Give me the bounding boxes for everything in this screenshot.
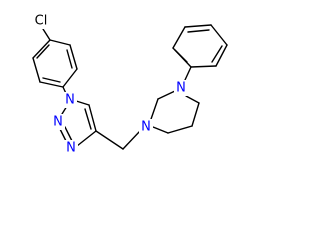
bond-pip-6 — [152, 126, 169, 134]
atom-chlorine: Cl — [30, 13, 52, 29]
atom-piperazine-n4-label: N — [176, 81, 186, 96]
bond-chlorophenyl-5 — [69, 44, 78, 70]
bond-phenyl-3 — [184, 24, 212, 28]
bond-pip-2 — [157, 90, 176, 100]
chemical-structure: Cl N N N N N — [30, 13, 228, 156]
atom-chlorine-label: Cl — [35, 14, 48, 29]
bond-chlorophenyl-2 — [32, 57, 41, 83]
bond-chlorophenyl-3-inner — [42, 77, 61, 83]
bond-phenyl-1-inner — [174, 49, 188, 63]
bond-ch2-n — [122, 130, 141, 150]
bond-chlorophenyl-1-inner — [36, 44, 50, 59]
bond-n3-n2-inner — [64, 126, 73, 142]
bond-chlorophenyl-1 — [32, 39, 51, 59]
bond-pip-5 — [167, 125, 193, 134]
atom-piperazine-n1: N — [139, 119, 153, 135]
bond-c5-c4 — [88, 104, 97, 132]
bond-chlorophenyl-4 — [62, 68, 78, 88]
bond-phenyl-3-inner — [187, 29, 210, 33]
bond-c4-n3 — [76, 130, 97, 147]
atom-piperazine-n4: N — [174, 80, 188, 96]
bond-c4-ch2 — [95, 130, 124, 150]
bond-pip-3 — [185, 95, 200, 104]
bond-n-phenyl — [184, 66, 192, 81]
atom-triazole-n1-label: N — [65, 93, 75, 108]
atom-triazole-n3: N — [64, 140, 78, 156]
bond-c5-c4-inner — [84, 108, 92, 130]
bond-chlorophenyl-6 — [49, 39, 71, 46]
bond-chlorophenyl-3 — [39, 81, 64, 88]
bond-pip-1 — [149, 98, 159, 123]
atom-triazole-n2: N — [51, 114, 65, 130]
atom-labels: Cl N N N N N — [30, 13, 188, 156]
atom-piperazine-n1-label: N — [141, 120, 151, 135]
bond-phenyl-5 — [215, 44, 228, 67]
atom-triazole-n2-label: N — [53, 115, 63, 130]
atom-triazole-n1: N — [63, 92, 77, 108]
atom-triazole-n3-label: N — [66, 141, 76, 156]
bond-phenyl-2 — [172, 26, 186, 49]
bond-pip-4 — [191, 102, 200, 127]
bond-c-cl — [42, 28, 51, 41]
bond-chlorophenyl-5-inner — [66, 49, 73, 69]
bond-phenyl-4 — [210, 24, 228, 46]
bond-phenyl-5-inner — [211, 45, 223, 63]
bonds — [32, 24, 228, 150]
bond-phenyl-6 — [190, 65, 217, 68]
